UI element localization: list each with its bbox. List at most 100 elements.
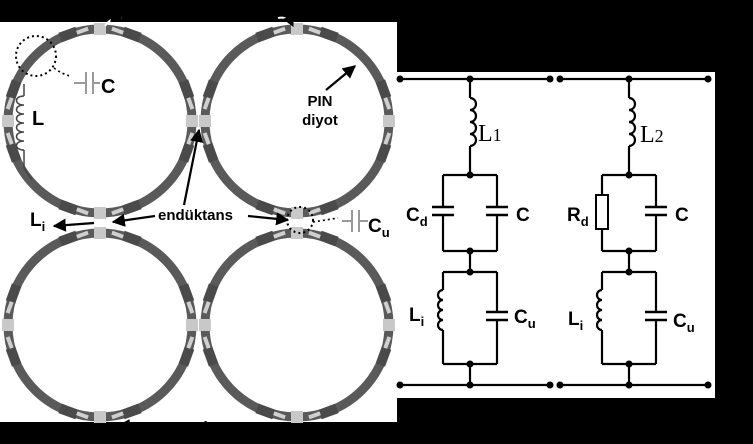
pin-diode-pad	[58, 26, 79, 43]
pin-arrow	[325, 65, 357, 91]
pin-diode-pad	[178, 79, 195, 100]
left-annotations: C L PIN diyot endüktans Li Cu to	[15, 10, 390, 436]
pin-diode-pad	[202, 283, 219, 304]
pin-diode-pad	[5, 79, 22, 100]
pin-diode-pad	[121, 230, 142, 247]
pad-gap	[5, 301, 14, 314]
pin-diode-pad	[255, 26, 276, 43]
li-label: Li	[30, 210, 45, 234]
pin-diode-pad	[375, 142, 392, 163]
ring-resonator-2	[199, 23, 395, 219]
capacitor-icon	[74, 72, 100, 94]
pin-diode-pad	[375, 79, 392, 100]
pin-diode-pad	[202, 142, 219, 163]
pad-gap	[76, 411, 89, 420]
ring-gap	[291, 411, 303, 423]
l1-label: L1	[478, 121, 502, 147]
pin-diode-pad	[58, 199, 79, 216]
rd-label: Rd	[567, 205, 589, 229]
ground-label: toprak	[166, 419, 213, 436]
pin-diode-pad	[255, 403, 276, 420]
pad-gap	[202, 301, 211, 314]
pin-diode-pad	[255, 199, 276, 216]
ring-gap	[199, 115, 211, 127]
pad-gap	[273, 230, 286, 239]
circuit-panel	[397, 72, 715, 398]
pad-gap	[202, 132, 211, 145]
pad-gap	[308, 230, 321, 239]
pin-diode-pad	[255, 230, 276, 247]
junction-node	[466, 381, 474, 389]
pin-diode-pad	[375, 283, 392, 304]
pad-gap	[76, 207, 89, 216]
inductor-icon	[15, 95, 25, 151]
pin-diode-pad	[178, 346, 195, 367]
pad-gap	[383, 132, 392, 145]
pad-gap	[186, 97, 195, 110]
inductor-symbol	[628, 96, 637, 148]
pin-diode-pad	[318, 199, 339, 216]
pin-diode-pad	[58, 230, 79, 247]
pin-diode-pad	[375, 346, 392, 367]
ring-gap	[94, 411, 106, 423]
callout-circle	[15, 35, 57, 77]
junction-node	[546, 381, 554, 389]
li-arrow	[52, 218, 95, 232]
pin-diode-pad	[318, 26, 339, 43]
pin-diode-pad	[202, 346, 219, 367]
pin-label-line2: diyot	[302, 112, 338, 129]
pad-gap	[308, 411, 321, 420]
inductance-arrow-left	[111, 213, 156, 227]
pad-gap	[273, 26, 286, 35]
inductor-label: L	[32, 108, 44, 130]
pin-diode-pad	[121, 199, 142, 216]
pad-gap	[308, 26, 321, 35]
pad-gap	[5, 97, 14, 110]
circuit-2	[556, 75, 712, 389]
ring-gap	[94, 23, 106, 35]
ring-gap	[383, 319, 395, 331]
pin-diode-pad	[58, 403, 79, 420]
c1-label: C	[516, 205, 530, 226]
ring-gap	[94, 207, 106, 219]
pin-label-line1: PIN	[307, 93, 332, 110]
pad-gap	[383, 97, 392, 110]
junction-node	[556, 75, 564, 83]
pad-gap	[111, 207, 124, 216]
pin-diode-pad	[5, 346, 22, 367]
pad-gap	[5, 132, 14, 145]
pad-gap	[383, 301, 392, 314]
ring-resonator-3	[2, 227, 198, 423]
c2-label: C	[675, 205, 689, 226]
pad-gap	[308, 207, 321, 216]
inductor-symbol	[595, 288, 603, 332]
ring-resonator-4	[199, 227, 395, 423]
pad-gap	[111, 411, 124, 420]
ring-gap	[291, 207, 303, 219]
pad-gap	[383, 336, 392, 349]
junction-node	[396, 75, 404, 83]
cap-label: C	[101, 76, 115, 98]
pad-gap	[111, 230, 124, 239]
cu-callout-circle	[286, 206, 314, 234]
circuit-2-labels: L2 Rd C Li Cu	[567, 122, 695, 335]
ring-gap	[2, 319, 14, 331]
ring-gap	[2, 115, 14, 127]
pin-diode-pad	[121, 26, 142, 43]
pad-gap	[202, 97, 211, 110]
cu-capacitor-icon	[342, 210, 368, 232]
inductor-symbol	[469, 96, 478, 148]
inductance-arrow-right	[247, 212, 290, 226]
li1-label: Li	[409, 305, 424, 329]
ring-gap	[199, 319, 211, 331]
ring-gap	[94, 227, 106, 239]
junction-node	[396, 381, 404, 389]
pad-gap	[186, 336, 195, 349]
ring-gap	[383, 115, 395, 127]
inductance-label: endüktans	[158, 207, 233, 224]
cu2-label: Cu	[673, 311, 695, 335]
pad-gap	[273, 411, 286, 420]
cd-label: Cd	[406, 205, 428, 229]
l2-label: L2	[640, 122, 664, 148]
